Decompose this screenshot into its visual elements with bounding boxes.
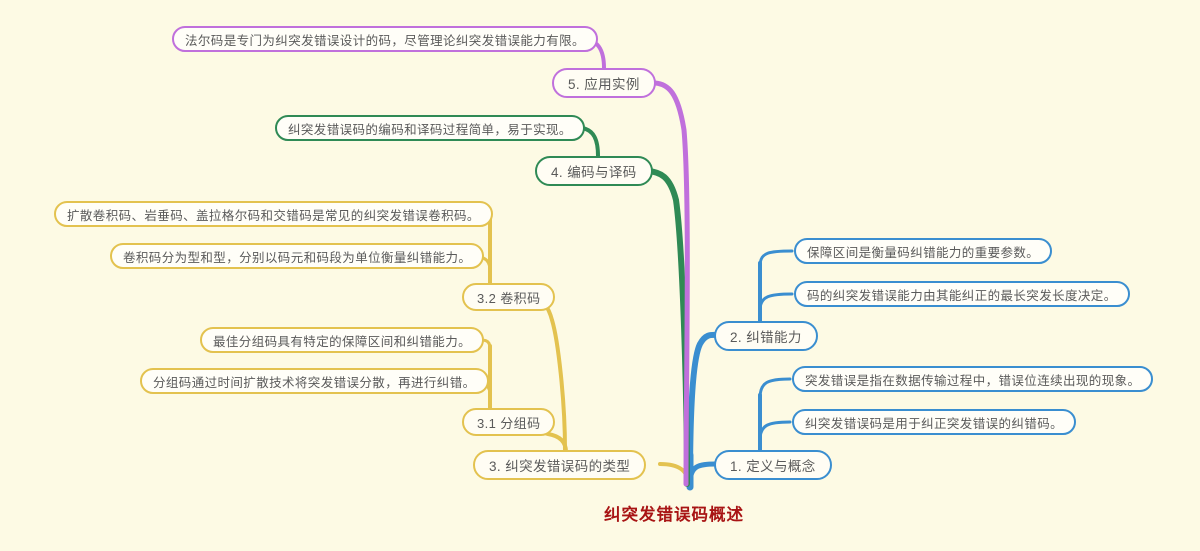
branch-node-b1[interactable]: 1. 定义与概念 — [714, 450, 832, 480]
branch-label: 2. 纠错能力 — [730, 330, 802, 345]
branch-label: 5. 应用实例 — [568, 77, 640, 92]
connector-root-to-b2 — [687, 331, 722, 487]
connector-root-to-b1 — [687, 461, 719, 487]
leaf-node-b5-0[interactable]: 法尔码是专门为纠突发错误设计的码，尽管理论纠突发错误能力有限。 — [172, 26, 598, 52]
leaf-node-b3-1-1[interactable]: 分组码通过时间扩散技术将突发错误分散，再进行纠错。 — [140, 368, 489, 394]
sub-label: 3.1 分组码 — [477, 415, 541, 431]
leaf-label: 分组码通过时间扩散技术将突发错误分散，再进行纠错。 — [153, 375, 476, 390]
leaf-node-b1-1[interactable]: 纠突发错误码是用于纠正突发错误的纠错码。 — [792, 409, 1077, 435]
leaf-node-b4-0[interactable]: 纠突发错误码的编码和译码过程简单，易于实现。 — [275, 115, 585, 141]
root-title[interactable]: 纠突发错误码概述 — [604, 501, 744, 525]
connector-b4-stem — [580, 126, 600, 158]
branch-node-b4[interactable]: 4. 编码与译码 — [535, 156, 653, 186]
connector-b2-leaf-0 — [758, 249, 794, 268]
root-title-label: 纠突发错误码概述 — [604, 506, 744, 524]
connector-root-to-b4 — [645, 168, 690, 487]
leaf-label: 扩散卷积码、岩垂码、盖拉格尔码和交错码是常见的纠突发错误卷积码。 — [67, 208, 480, 223]
connector-b2-leaf-1 — [758, 292, 794, 312]
leaf-node-b3-2-0[interactable]: 扩散卷积码、岩垂码、盖拉格尔码和交错码是常见的纠突发错误卷积码。 — [54, 201, 493, 227]
leaf-label: 保障区间是衡量码纠错能力的重要参数。 — [807, 245, 1040, 260]
branch-node-b2[interactable]: 2. 纠错能力 — [714, 321, 818, 351]
connector-root-to-b5 — [652, 80, 690, 487]
leaf-node-b2-0[interactable]: 保障区间是衡量码纠错能力的重要参数。 — [794, 238, 1053, 264]
branch-label: 4. 编码与译码 — [551, 165, 637, 180]
sub-node-b3-2[interactable]: 3.2 卷积码 — [462, 283, 556, 311]
leaf-node-b3-1-0[interactable]: 最佳分组码具有特定的保障区间和纠错能力。 — [200, 327, 485, 353]
connector-b1-leaf-0 — [758, 377, 792, 400]
leaf-label: 码的纠突发错误能力由其能纠正的最长突发长度决定。 — [807, 288, 1117, 303]
sub-label: 3.2 卷积码 — [477, 290, 541, 306]
leaf-label: 突发错误是指在数据传输过程中，错误位连续出现的现象。 — [805, 373, 1141, 388]
connector-b1-leaf-1 — [758, 420, 792, 442]
leaf-label: 卷积码分为型和型，分别以码元和码段为单位衡量纠错能力。 — [123, 250, 472, 265]
leaf-node-b3-2-1[interactable]: 卷积码分为型和型，分别以码元和码段为单位衡量纠错能力。 — [110, 243, 485, 269]
branch-node-b5[interactable]: 5. 应用实例 — [552, 68, 656, 98]
leaf-node-b1-0[interactable]: 突发错误是指在数据传输过程中，错误位连续出现的现象。 — [792, 366, 1154, 392]
branch-label: 3. 纠突发错误码的类型 — [489, 459, 631, 474]
leaf-label: 最佳分组码具有特定的保障区间和纠错能力。 — [213, 334, 472, 349]
leaf-label: 纠突发错误码的编码和译码过程简单，易于实现。 — [288, 122, 572, 137]
leaf-label: 纠突发错误码是用于纠正突发错误的纠错码。 — [805, 416, 1064, 431]
branch-label: 1. 定义与概念 — [730, 459, 816, 474]
leaf-node-b2-1[interactable]: 码的纠突发错误能力由其能纠正的最长突发长度决定。 — [794, 281, 1130, 307]
sub-node-b3-1[interactable]: 3.1 分组码 — [462, 408, 556, 436]
leaf-label: 法尔码是专门为纠突发错误设计的码，尽管理论纠突发错误能力有限。 — [185, 33, 585, 48]
branch-node-b3[interactable]: 3. 纠突发错误码的类型 — [473, 450, 647, 480]
